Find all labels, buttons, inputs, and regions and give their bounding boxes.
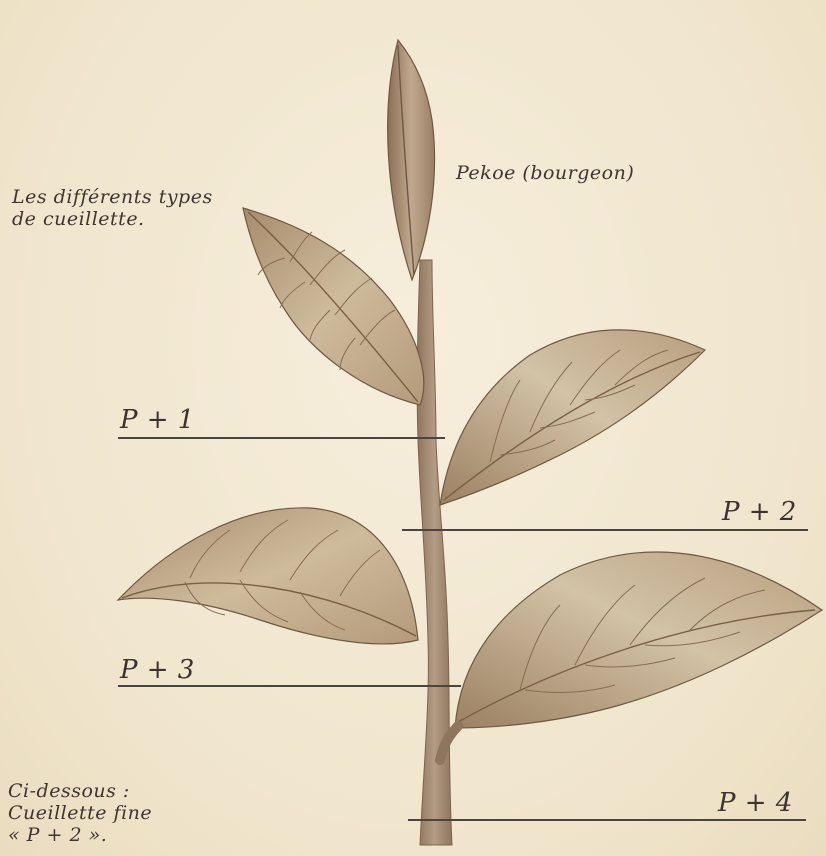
below-caption: Ci-dessous : Cueillette fine « P + 2 ». [8, 780, 208, 846]
leaf-p4 [440, 552, 822, 760]
level-label-p1: P + 1 [120, 405, 195, 435]
level-line-p2 [402, 529, 808, 531]
below-caption-line3: « P + 2 ». [8, 824, 208, 846]
leaf-p2 [440, 330, 705, 505]
level-label-p2: P + 2 [722, 497, 797, 527]
leaf-p3 [118, 508, 418, 644]
level-line-p3 [118, 685, 461, 687]
below-caption-line1: Ci-dessous : [8, 780, 208, 802]
pekoe-label: Pekoe (bourgeon) [456, 162, 634, 184]
below-caption-line2: Cueillette fine [8, 802, 208, 824]
level-label-p4: P + 4 [718, 788, 793, 818]
types-caption: Les différents types de cueillette. [12, 186, 252, 230]
types-caption-line2: de cueillette. [12, 208, 252, 230]
level-label-p3: P + 3 [120, 655, 195, 685]
level-line-p1 [118, 437, 445, 439]
leaf-p1 [243, 208, 424, 405]
main-stem [417, 260, 452, 845]
types-caption-line1: Les différents types [12, 186, 252, 208]
level-line-p4 [408, 819, 806, 821]
